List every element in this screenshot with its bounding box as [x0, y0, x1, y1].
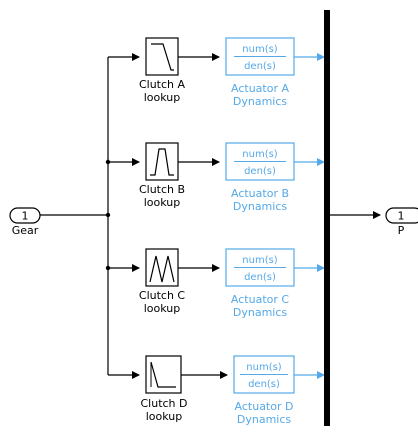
actuator-c-numerator: num(s)	[242, 255, 278, 266]
double-triangle-icon	[149, 255, 175, 283]
actuator-c-transfer-fcn-block[interactable]: num(s) den(s)	[225, 248, 295, 287]
outport-number: 1	[398, 210, 405, 223]
inport-number: 1	[22, 210, 29, 223]
actuator-a-label-line1: Actuator A	[231, 82, 289, 95]
actuator-a-label: Actuator A Dynamics	[231, 82, 289, 108]
actuator-b-numerator: num(s)	[242, 149, 278, 160]
actuator-d-label: Actuator D Dynamics	[235, 400, 294, 426]
actuator-d-label-line1: Actuator D	[234, 400, 294, 413]
actuator-b-label-line1: Actuator B	[230, 187, 290, 200]
clutch-d-label: Clutch D lookup	[140, 397, 187, 423]
clutch-c-label-line1: Clutch C	[138, 289, 186, 302]
actuator-d-numerator: num(s)	[246, 362, 282, 373]
mux-bar[interactable]	[324, 10, 330, 426]
clutch-a-label-line2: lookup	[143, 91, 181, 104]
clutch-b-lookup-block[interactable]	[145, 142, 179, 181]
actuator-a-numerator: num(s)	[242, 44, 278, 55]
actuator-c-label-line2: Dynamics	[232, 306, 288, 319]
trapezoid-pulse-icon	[150, 148, 174, 176]
actuator-d-denominator: den(s)	[248, 379, 280, 390]
branch-dots	[105, 159, 111, 271]
clutch-b-label-line1: Clutch B	[138, 183, 186, 196]
clutch-c-label-line2: lookup	[143, 302, 181, 315]
inport-gear-block[interactable]: 1	[9, 207, 41, 224]
clutch-a-lookup-block[interactable]	[145, 37, 179, 76]
outport-label: P	[397, 224, 405, 237]
actuator-d-label-line2: Dynamics	[236, 413, 292, 426]
ramp-down-step-icon	[150, 361, 176, 388]
actuator-signal-lines	[294, 53, 325, 379]
actuator-b-label-line2: Dynamics	[232, 200, 288, 213]
actuator-b-transfer-fcn-block[interactable]: num(s) den(s)	[225, 142, 295, 181]
ramp-down-icon	[151, 43, 174, 71]
inport-label: Gear	[11, 224, 39, 237]
outport-p-block[interactable]: 1	[385, 207, 418, 224]
actuator-a-label-line2: Dynamics	[232, 95, 288, 108]
actuator-b-label: Actuator B Dynamics	[231, 187, 289, 213]
clutch-c-label: Clutch C lookup	[139, 289, 185, 315]
actuator-d-transfer-fcn-block[interactable]: num(s) den(s)	[233, 355, 295, 394]
actuator-c-label: Actuator C Dynamics	[231, 293, 289, 319]
clutch-b-label: Clutch B lookup	[139, 183, 185, 209]
clutch-d-label-line1: Clutch D	[140, 397, 188, 410]
clutch-d-label-line2: lookup	[145, 410, 183, 423]
clutch-a-label-line1: Clutch A	[138, 78, 186, 91]
clutch-d-lookup-block[interactable]	[145, 355, 182, 394]
actuator-a-denominator: den(s)	[244, 61, 276, 72]
actuator-a-transfer-fcn-block[interactable]: num(s) den(s)	[225, 37, 295, 76]
clutch-a-label: Clutch A lookup	[139, 78, 185, 104]
actuator-c-denominator: den(s)	[244, 272, 276, 283]
actuator-b-denominator: den(s)	[244, 166, 276, 177]
clutch-b-label-line2: lookup	[143, 196, 181, 209]
clutch-c-lookup-block[interactable]	[145, 248, 179, 287]
actuator-c-label-line1: Actuator C	[230, 293, 290, 306]
